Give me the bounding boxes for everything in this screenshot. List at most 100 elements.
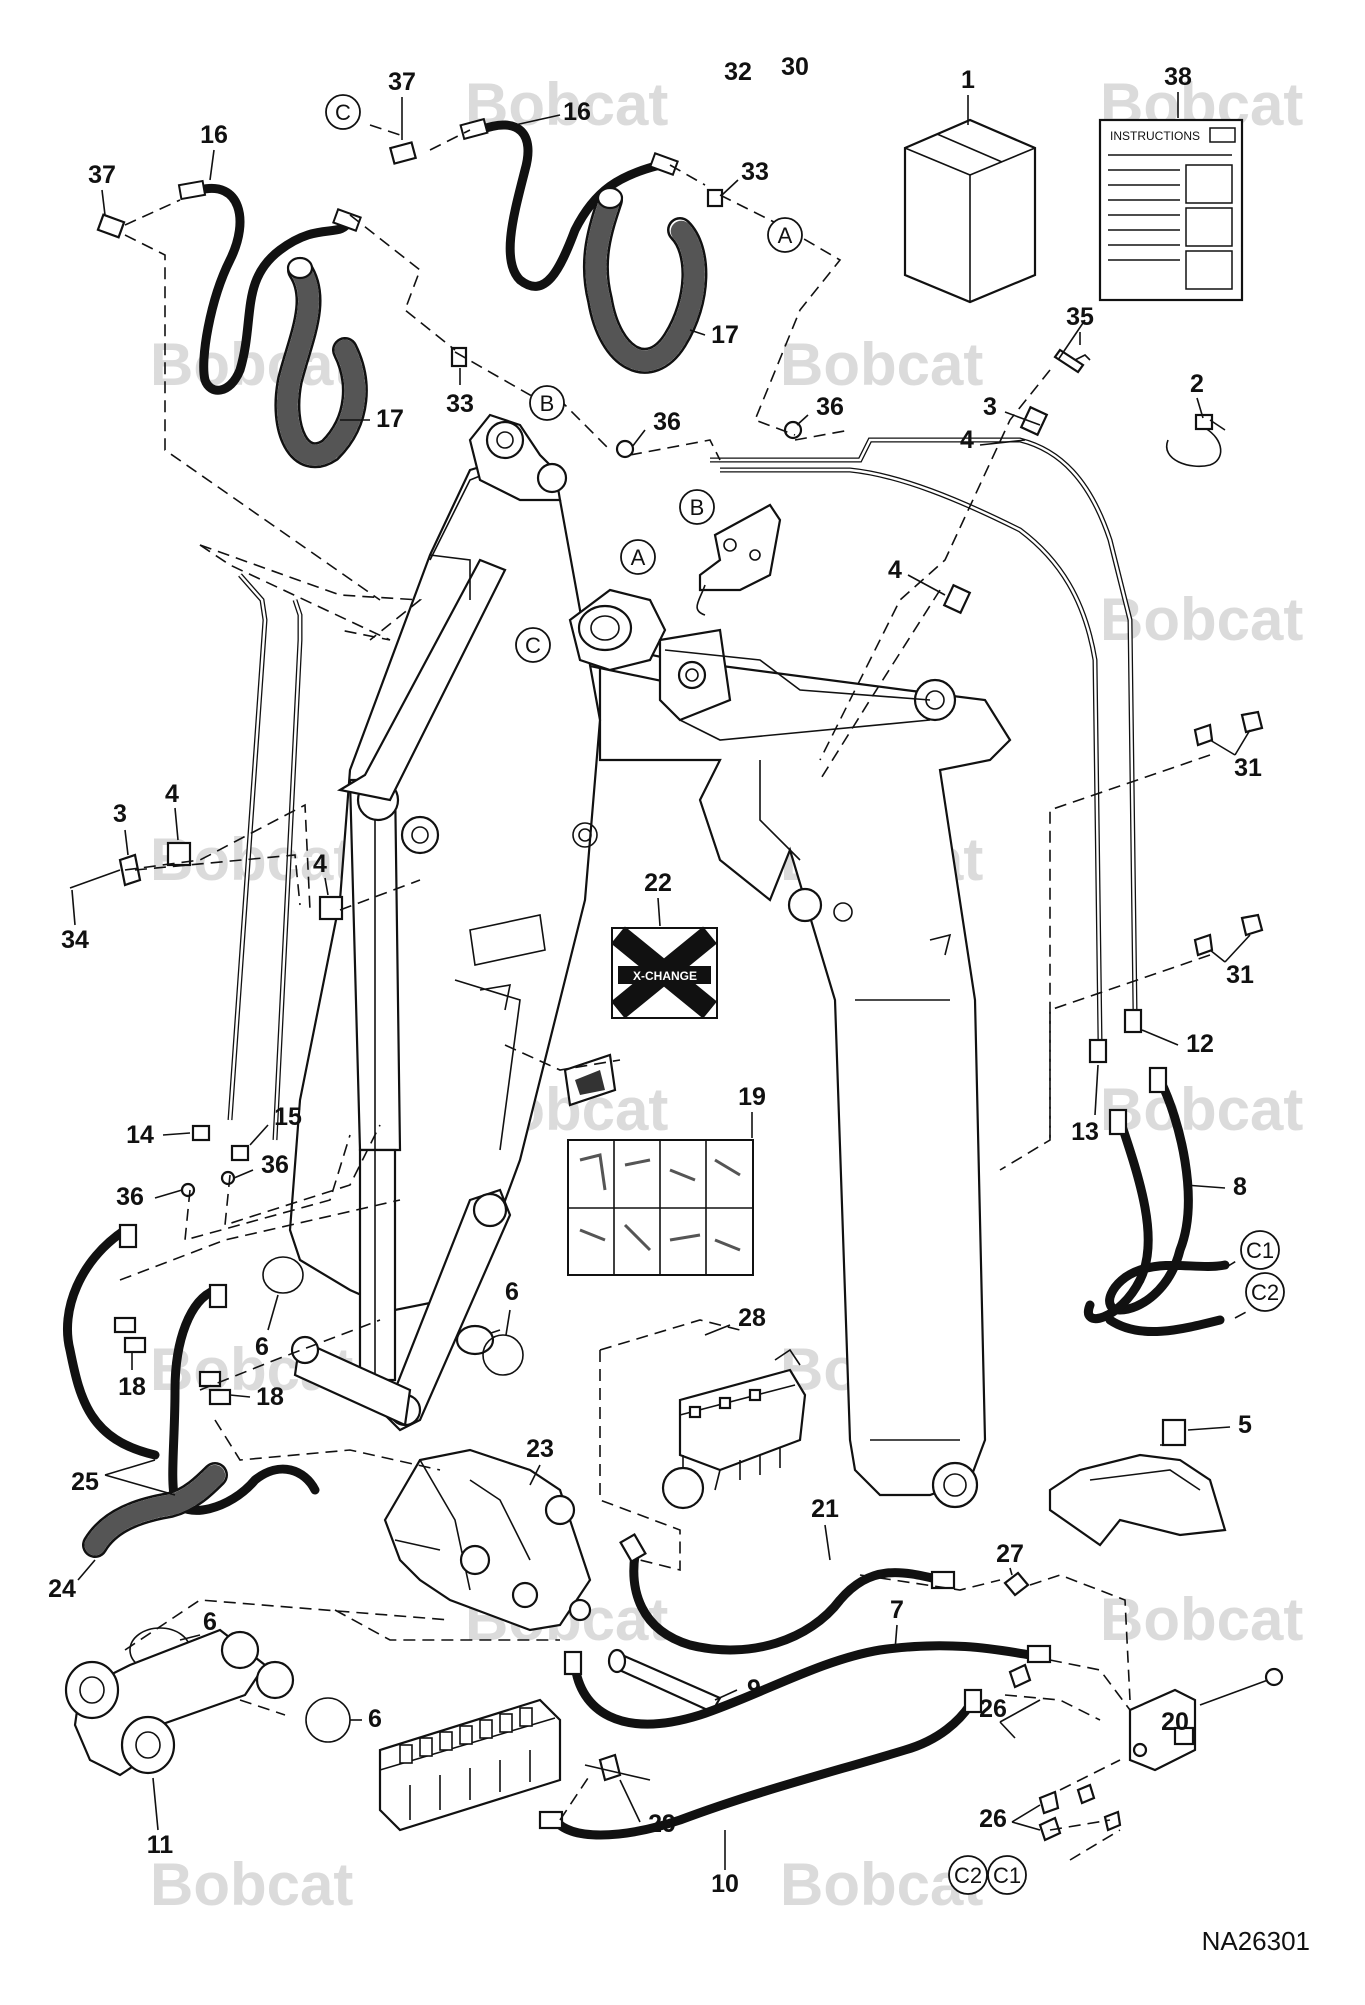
callout-33: 33 — [741, 158, 769, 186]
callout-5: 5 — [1238, 1411, 1252, 1439]
callout-12: 12 — [1186, 1030, 1214, 1058]
callout-31: 31 — [1234, 754, 1262, 782]
callout-1: 1 — [961, 66, 975, 94]
callout-11: 11 — [147, 1831, 174, 1859]
marker-a: A — [631, 545, 646, 570]
callout-6: 6 — [203, 1608, 217, 1636]
valve-28 — [661, 1348, 807, 1510]
callout-4: 4 — [165, 780, 179, 808]
callout-35: 35 — [1066, 303, 1094, 331]
watermark: Bobcat — [780, 331, 983, 398]
marker-b: B — [690, 495, 705, 520]
connection-markers: C A B B A C C1 C2 C2 C1 — [325, 94, 1285, 1895]
diverter-valve-20 — [1008, 1663, 1284, 1842]
callout-36: 36 — [816, 393, 844, 421]
steel-tubes-left — [180, 573, 303, 1198]
callout-30: 30 — [781, 53, 809, 81]
sleeve-17-left — [274, 256, 368, 469]
callout-25: 25 — [71, 1468, 99, 1496]
callout-9: 9 — [747, 1675, 761, 1703]
pin-9 — [607, 1648, 722, 1714]
callout-38: 38 — [1164, 63, 1192, 91]
watermark: Bobcat — [150, 1851, 353, 1918]
hose-16-right — [459, 117, 679, 291]
hose-8 — [1084, 1066, 1230, 1336]
hose-10 — [538, 1688, 983, 1840]
callout-21: 21 — [811, 1495, 839, 1523]
callout-15: 15 — [274, 1103, 302, 1131]
callout-13: 13 — [1071, 1118, 1099, 1146]
marker-c1: C1 — [1246, 1238, 1274, 1263]
x-change-decal: X-CHANGE — [611, 926, 718, 1019]
instruction-manual-38: INSTRUCTIONS — [1098, 118, 1244, 302]
callout-6: 6 — [368, 1705, 382, 1733]
callout-23: 23 — [526, 1435, 554, 1463]
callout-24: 24 — [48, 1575, 76, 1603]
watermarks: Bobcat Bobcat Bobcat Bobcat Bobcat Bobca… — [150, 71, 1303, 1918]
callout-29: 29 — [648, 1810, 676, 1838]
coupler-23 — [383, 1448, 592, 1632]
instruction-decal-19 — [567, 1139, 754, 1276]
callout-26: 26 — [979, 1805, 1007, 1833]
callout-4: 4 — [888, 556, 902, 584]
fittings-top — [96, 141, 803, 459]
boom-arm-assembly — [288, 413, 1012, 1509]
link-11 — [64, 1628, 295, 1777]
watermark: Bobcat — [1100, 1076, 1303, 1143]
callout-36: 36 — [116, 1183, 144, 1211]
callout-28: 28 — [738, 1304, 766, 1332]
callout-3: 3 — [113, 800, 127, 828]
marker-c: C — [335, 100, 351, 125]
callout-32: 32 — [724, 58, 752, 86]
callout-36: 36 — [653, 408, 681, 436]
control-valve-bank — [378, 1698, 651, 1832]
dashed-leaders — [119, 124, 1251, 1861]
drawing-reference-code: NA26301 — [1202, 1926, 1310, 1956]
callout-33: 33 — [446, 390, 474, 418]
callout-4: 4 — [960, 426, 974, 454]
watermark: Bobcat — [1100, 586, 1303, 653]
marker-c2: C2 — [1251, 1280, 1279, 1305]
callout-26: 26 — [979, 1695, 1007, 1723]
callout-3: 3 — [983, 393, 997, 421]
callout-18: 18 — [256, 1383, 284, 1411]
decal-text: X-CHANGE — [633, 969, 697, 983]
foot-cover-5 — [1048, 1418, 1227, 1547]
marker-a: A — [778, 223, 793, 248]
callout-17: 17 — [376, 405, 404, 433]
watermark: Bobcat — [150, 331, 353, 398]
callout-18: 18 — [118, 1373, 146, 1401]
callout-19: 19 — [738, 1083, 766, 1111]
callout-6: 6 — [505, 1278, 519, 1306]
cable-tie-2 — [1165, 413, 1226, 467]
callout-37: 37 — [388, 68, 416, 96]
marker-b: B — [540, 391, 555, 416]
callout-7: 7 — [890, 1596, 904, 1624]
marker-c: C — [525, 633, 541, 658]
callout-6: 6 — [255, 1333, 269, 1361]
callout-27: 27 — [996, 1540, 1024, 1568]
hose-21 — [619, 1532, 1030, 1655]
kit-box-1 — [903, 118, 1037, 304]
marker-c2: C2 — [954, 1863, 982, 1888]
callout-36: 36 — [261, 1151, 289, 1179]
callout-22: 22 — [644, 869, 672, 897]
callout-16: 16 — [200, 121, 228, 149]
clamps-31 — [1193, 710, 1264, 957]
callout-17: 17 — [711, 321, 739, 349]
callout-16: 16 — [563, 98, 591, 126]
sleeve-17-right — [582, 186, 708, 374]
callout-4: 4 — [313, 850, 327, 878]
callout-labels: 1 2 3 3 4 4 4 4 5 6 6 6 6 7 8 9 10 11 — [48, 53, 1262, 1898]
callout-14: 14 — [126, 1121, 154, 1149]
callout-2: 2 — [1190, 370, 1204, 398]
manual-title: INSTRUCTIONS — [1110, 129, 1200, 143]
callout-34: 34 — [61, 926, 89, 954]
callout-37: 37 — [88, 161, 116, 189]
callout-20: 20 — [1161, 1708, 1189, 1736]
watermark: Bobcat — [1100, 1586, 1303, 1653]
sleeve-24 — [82, 1462, 228, 1558]
marker-c1: C1 — [993, 1863, 1021, 1888]
